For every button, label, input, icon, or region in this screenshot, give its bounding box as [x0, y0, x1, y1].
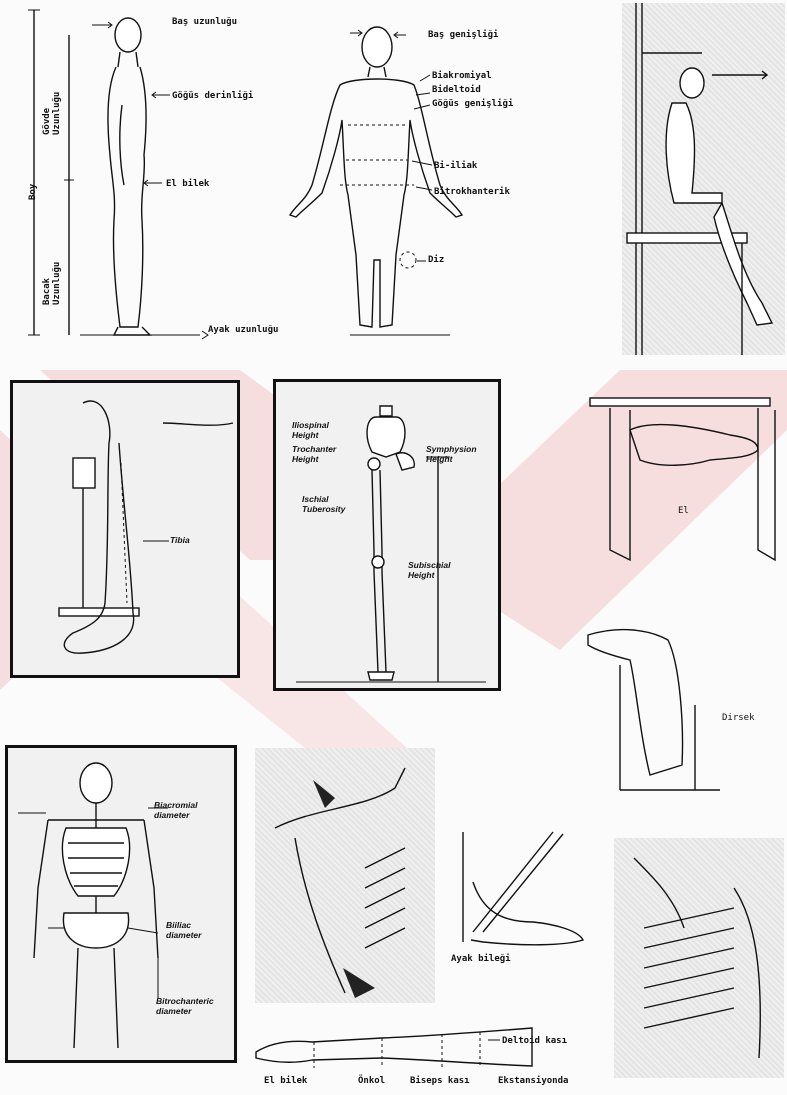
- el-bilek-label: El bilek: [166, 179, 209, 189]
- elbow-panel: Dirsek: [580, 605, 785, 800]
- front-figure-drawing: [280, 5, 580, 340]
- ekstansiyonda-label: Ekstansiyonda: [498, 1076, 568, 1086]
- bitrokhanterik-label: Bitrokhanterik: [434, 187, 510, 197]
- onkol-label: Önkol: [358, 1076, 385, 1086]
- shoulder-photo: [255, 748, 435, 1003]
- biakromiyal-label: Biakromiyal: [432, 71, 492, 81]
- el-bilek-arm-label: El bilek: [264, 1076, 307, 1086]
- ayak-bilegi-label: Ayak bileği: [451, 954, 511, 964]
- biiliac-label: Biiliac diameter: [166, 920, 201, 940]
- skeleton-drawing: [8, 748, 240, 1066]
- bitrochanteric-label: Bitrochanteric diameter: [156, 996, 214, 1016]
- ischial-label: Ischial Tuberosity: [302, 494, 345, 514]
- diz-label: Diz: [428, 255, 444, 265]
- tibia-panel: Tibia: [10, 380, 240, 678]
- bideltoid-label: Bideltoid: [432, 85, 481, 95]
- symphysion-label: Symphysion Height: [426, 444, 477, 464]
- bi-iliak-label: Bi-iliak: [434, 161, 477, 171]
- side-figure-panel: Baş uzunluğu Gövde Uzunluğu Göğüs derinl…: [20, 5, 290, 340]
- seated-height-photo: [622, 3, 785, 355]
- deltoid-label: Deltoid kası: [502, 1036, 567, 1046]
- boy-label: Boy: [28, 184, 38, 200]
- ankle-panel: Ayak bileği: [443, 822, 595, 982]
- iliospinal-label: Iliospinal Height: [292, 420, 329, 440]
- tibia-label: Tibia: [170, 535, 190, 545]
- shoulder-drawing: [255, 748, 435, 1003]
- leg-skeleton-panel: Iliospinal Height Trochanter Height Symp…: [273, 379, 501, 691]
- elbow-drawing: [580, 605, 785, 800]
- subischial-label: Subischial Height: [408, 560, 451, 580]
- el-label: El: [678, 506, 689, 516]
- biacromial-label: Biacromial diameter: [154, 800, 197, 820]
- spine-photo: [614, 838, 784, 1078]
- skeleton-panel: Biacromial diameter Biiliac diameter Bit…: [5, 745, 237, 1063]
- ayak-uzunlugu-label: Ayak uzunluğu: [208, 325, 278, 335]
- bas-uzunlugu-label: Baş uzunluğu: [172, 17, 237, 27]
- spine-drawing: [614, 838, 784, 1078]
- hand-drawing: [590, 380, 785, 570]
- trochanter-label: Trochanter Height: [292, 444, 336, 464]
- arm-panel: Deltoid kası El bilek Önkol Biseps kası …: [252, 1010, 597, 1092]
- front-figure-panel: Baş genişliği Biakromiyal Bideltoid Göğü…: [280, 5, 580, 340]
- hand-panel: El: [590, 380, 785, 570]
- bas-genisligi-label: Baş genişliği: [428, 30, 498, 40]
- gogus-genisligi-label: Göğüs genişliği: [432, 99, 513, 109]
- gogus-derinligi-label: Göğüs derinliği: [172, 91, 253, 101]
- govde-uzunlugu-label: Gövde Uzunluğu: [42, 92, 62, 135]
- bacak-uzunlugu-label: Bacak Uzunluğu: [42, 262, 62, 305]
- biseps-label: Biseps kası: [410, 1076, 470, 1086]
- tibia-drawing: [13, 383, 243, 681]
- seated-figure-drawing: [622, 3, 785, 355]
- dirsek-label: Dirsek: [722, 713, 755, 723]
